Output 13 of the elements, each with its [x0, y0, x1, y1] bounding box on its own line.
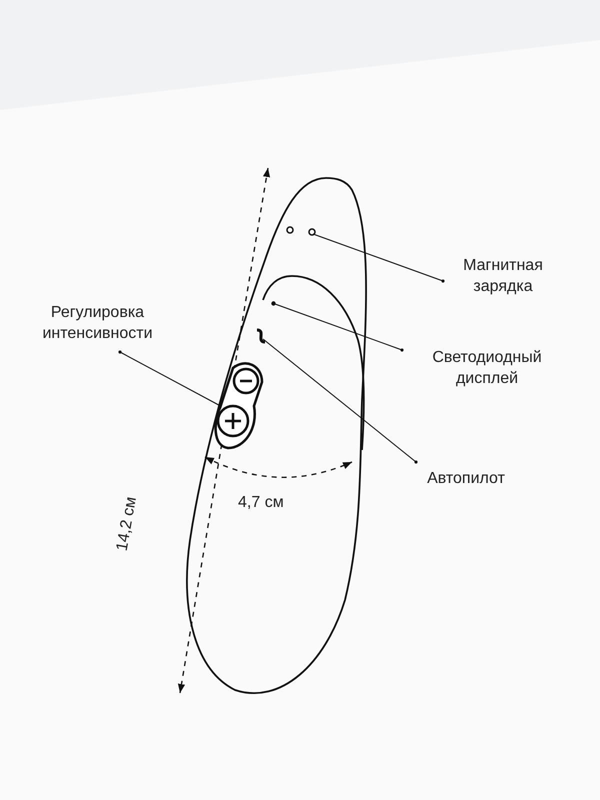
- indicator-dot: [271, 301, 276, 306]
- leader-line: [312, 234, 445, 283]
- dimension-label: 4,7 см: [238, 494, 284, 512]
- leader-line: [262, 338, 418, 464]
- callout-label: Регулировка интенсивности: [20, 302, 175, 344]
- autopilot-icon: [256, 328, 266, 344]
- button-pair-drawing: [214, 362, 264, 450]
- leader-line: [274, 304, 404, 352]
- callout-label: Автопилот: [416, 468, 516, 489]
- callout-label: Магнитная зарядка: [448, 255, 558, 297]
- charging-contacts-drawing: [286, 226, 316, 236]
- callout-label: Светодиодный дисплей: [408, 347, 566, 389]
- dimension-label: 14,2 см: [114, 496, 141, 552]
